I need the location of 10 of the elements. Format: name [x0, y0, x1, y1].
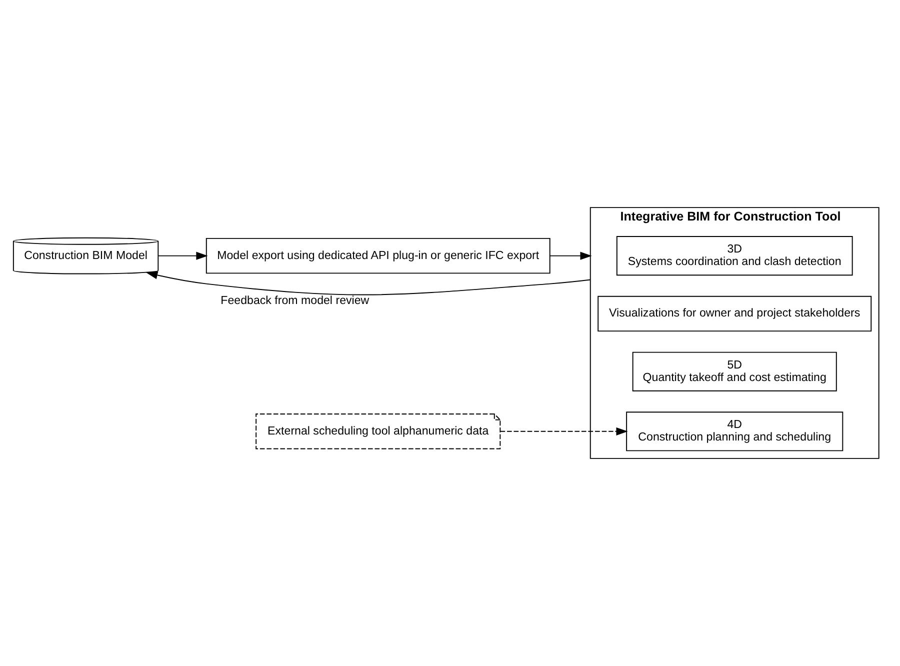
node-box: 3D Systems coordination and clash detection — [616, 236, 853, 276]
arrow — [500, 427, 628, 436]
node-box: Visualizations for owner and project stakeholders — [598, 296, 872, 332]
arrow — [146, 271, 591, 296]
arrow — [158, 252, 208, 260]
node-box: 5D Quantity takeoff and cost estimating — [632, 352, 837, 392]
node-box: 4D Construction planning and scheduling — [626, 412, 844, 452]
arrow — [549, 252, 592, 260]
edge-label: Feedback from model review — [220, 295, 370, 308]
node-box: Model export using dedicated API plug-in or generic IFC export — [206, 238, 550, 274]
